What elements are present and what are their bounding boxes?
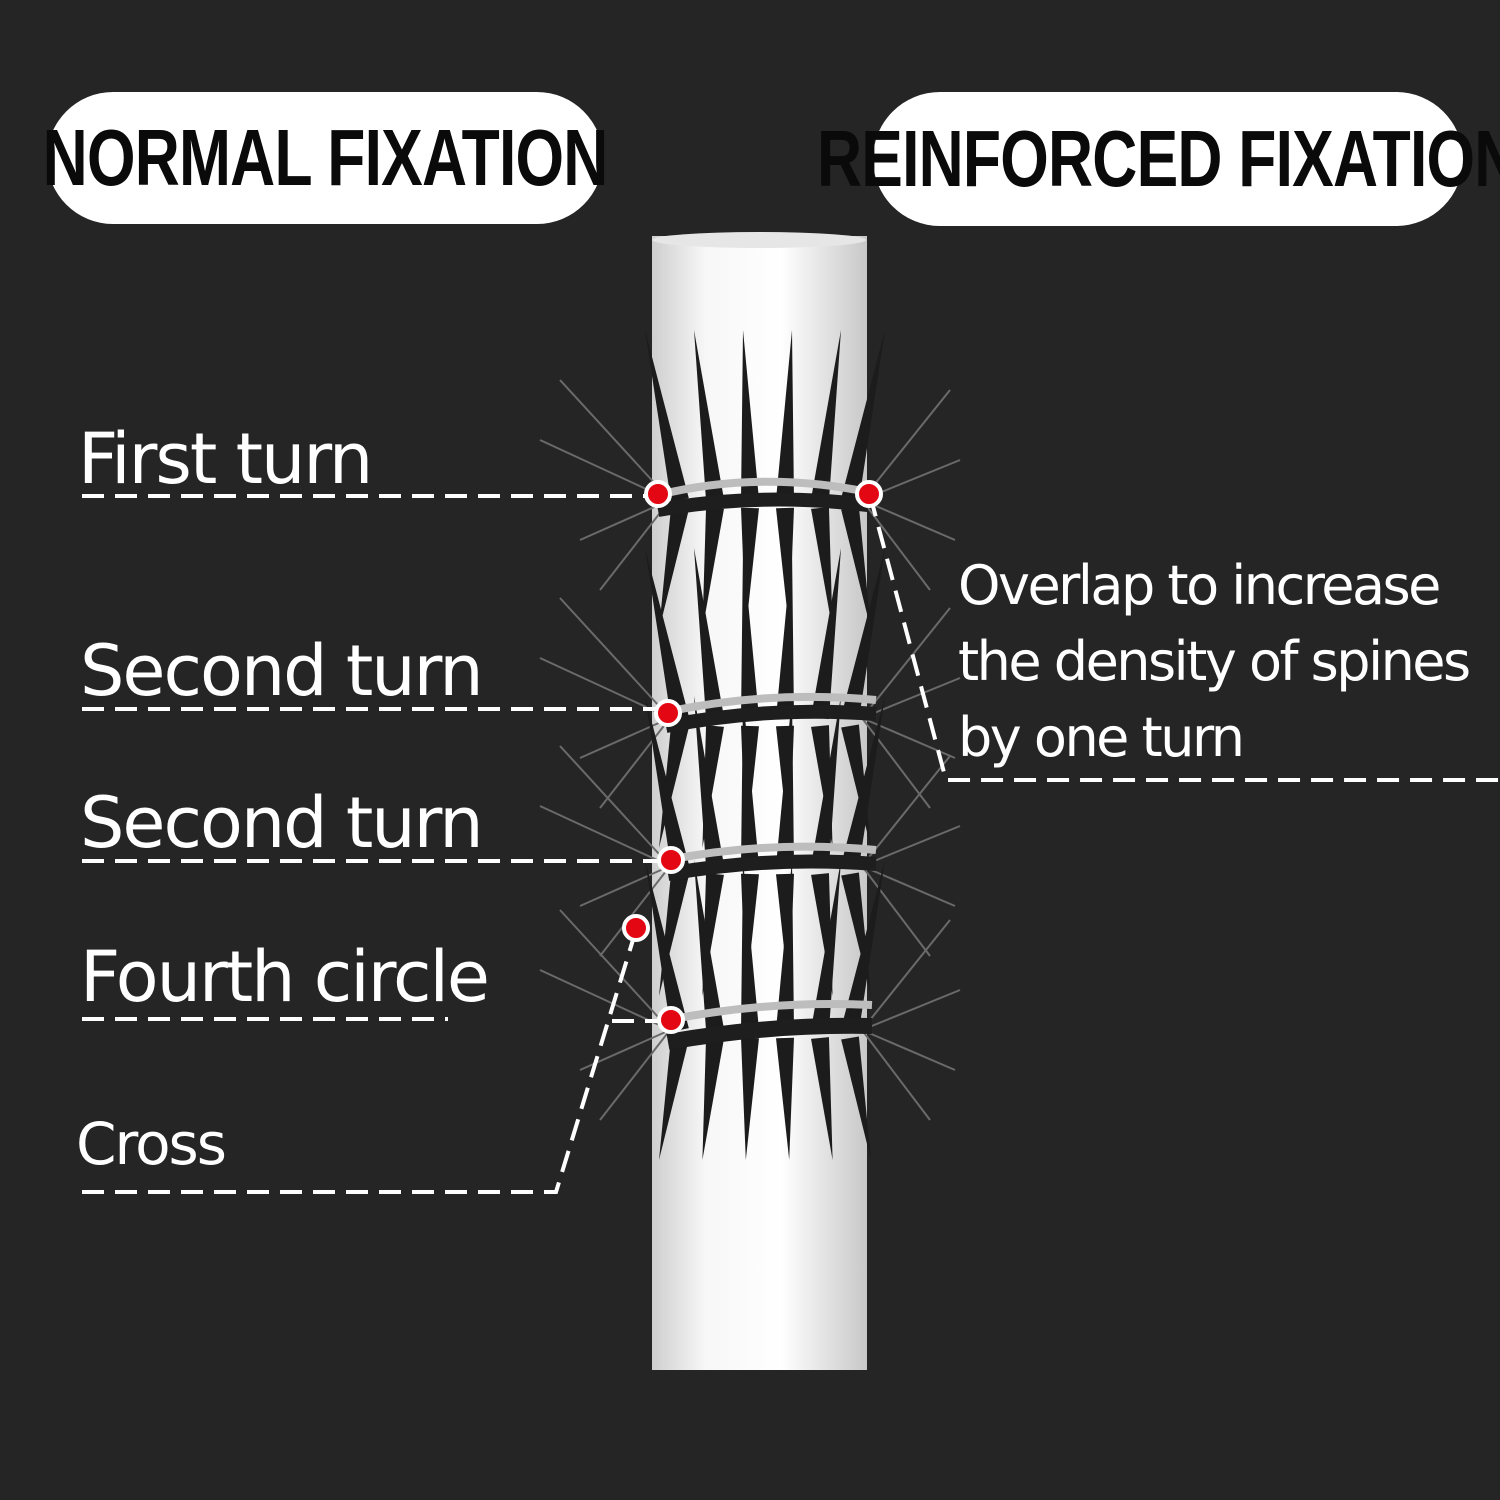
spike-side-55: [579, 865, 671, 907]
spike-side-57: [861, 825, 961, 867]
spike-48: [811, 696, 841, 868]
label-fourth-circle: Fourth circle: [80, 936, 490, 1018]
spike-46: [776, 696, 794, 867]
spike-40: [645, 696, 689, 868]
spike-4: [741, 330, 759, 501]
spike-side-77: [861, 989, 961, 1031]
overlap-note-line-2: the density of spines: [958, 630, 1471, 693]
spike-26: [776, 548, 794, 719]
spike-side-12: [559, 379, 671, 501]
spike-side-32: [559, 597, 671, 719]
spike-side-16: [861, 389, 951, 501]
spike-side-58: [861, 865, 931, 957]
spike-22: [694, 548, 724, 720]
spike-side-74: [599, 1029, 671, 1121]
spike-62: [694, 860, 724, 1032]
spike-side-53: [539, 805, 671, 867]
spike-0: [645, 330, 689, 502]
leader-cross: [82, 929, 638, 1194]
spike-side-38: [861, 717, 931, 809]
overlap-note-line-1: Overlap to increase: [958, 554, 1441, 617]
spike-8: [811, 330, 841, 502]
overlap-note-line-3: by one turn: [958, 706, 1245, 769]
spike-61: [659, 1036, 689, 1160]
spike-30: [841, 548, 885, 720]
overlap-note: Overlap to increase the density of spine…: [958, 548, 1471, 776]
spike-side-19: [861, 499, 956, 541]
spike-60: [645, 860, 689, 1032]
spike-side-54: [599, 865, 671, 957]
spike-side-78: [861, 1029, 931, 1121]
spike-42: [694, 696, 724, 868]
spike-11: [841, 506, 871, 630]
spike-1: [659, 506, 689, 630]
spike-20: [645, 548, 689, 720]
reinforced-fixation-badge: REINFORCED FIXATION: [817, 92, 1500, 226]
reinforced-fixation-title: REINFORCED FIXATION: [817, 114, 1500, 203]
spike-24: [741, 548, 759, 719]
spike-side-79: [861, 1029, 956, 1071]
spike-63: [702, 1037, 724, 1160]
spike-44: [741, 696, 759, 867]
pole-top: [652, 232, 866, 248]
spike-65: [741, 1037, 759, 1160]
spike-10: [841, 330, 885, 502]
label-first-turn: First turn: [78, 418, 373, 500]
spike-side-18: [861, 499, 931, 591]
spike-68: [811, 860, 841, 1032]
spike-side-72: [559, 909, 671, 1031]
spike-side-34: [599, 717, 671, 809]
spike-side-56: [861, 755, 951, 867]
spike-9: [811, 507, 833, 630]
spike-28: [811, 548, 841, 720]
band-3: [666, 842, 877, 881]
marker-first-turn-right: [855, 480, 883, 508]
spike-6: [776, 330, 794, 501]
marker-second-turn-b: [657, 846, 685, 874]
label-second-turn-b: Second turn: [80, 782, 484, 864]
spike-side-76: [861, 919, 951, 1031]
spike-side-36: [861, 607, 951, 719]
spike-2: [694, 330, 724, 502]
spike-side-59: [861, 865, 956, 907]
spikes-group: [539, 330, 961, 1160]
label-second-turn-a: Second turn: [80, 630, 484, 712]
label-cross: Cross: [76, 1110, 227, 1178]
band-4: [666, 1000, 873, 1050]
spike-3: [702, 507, 724, 630]
spike-70: [841, 860, 885, 1032]
spike-side-35: [579, 717, 671, 759]
spike-side-52: [559, 745, 671, 867]
marker-cross: [622, 914, 650, 942]
marker-fourth-circle: [657, 1006, 685, 1034]
spike-66: [776, 860, 794, 1031]
normal-fixation-title: NORMAL FIXATION: [42, 113, 609, 202]
normal-fixation-badge: NORMAL FIXATION: [43, 92, 608, 224]
leader-overlap: [868, 494, 1500, 782]
spike-side-37: [861, 677, 961, 719]
marker-second-turn-a: [654, 699, 682, 727]
spike-64: [741, 860, 759, 1031]
spike-side-14: [599, 499, 671, 591]
band-2: [664, 692, 877, 733]
spike-69: [811, 1037, 833, 1160]
marker-first-turn-left: [644, 480, 672, 508]
band-1: [656, 477, 869, 517]
spike-50: [841, 696, 885, 868]
spike-71: [841, 1036, 871, 1160]
spike-67: [776, 1037, 794, 1160]
